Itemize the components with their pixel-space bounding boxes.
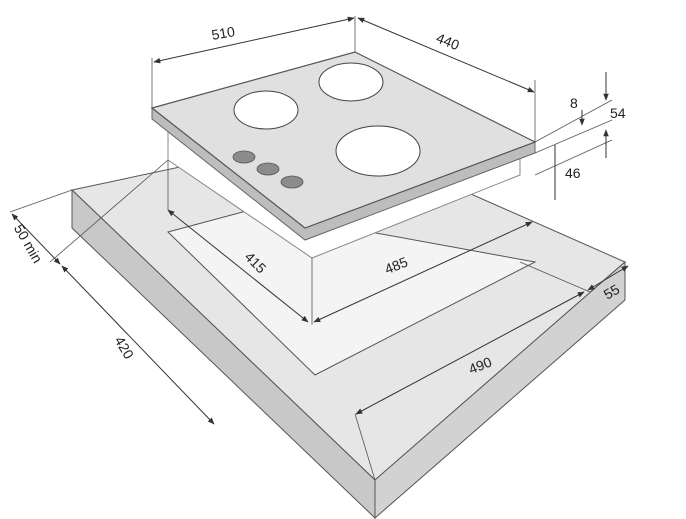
burner-rear-right — [318, 62, 384, 102]
dim-line-front-distance — [587, 265, 629, 291]
watermark: catalog.onliner.by — [582, 487, 675, 501]
dim-line-cutout-depth — [167, 209, 309, 323]
dim-line-min-distance — [11, 213, 61, 265]
control-knob-1 — [232, 150, 256, 164]
label-countertop-depth: 420 — [112, 333, 138, 361]
dimension-lines — [11, 16, 629, 425]
label-total-height: 54 — [610, 105, 626, 121]
control-knob-2 — [256, 162, 280, 176]
label-width-top: 510 — [210, 23, 236, 43]
label-depth-top: 440 — [434, 30, 462, 54]
dim-line-countertop-width — [355, 291, 585, 415]
label-under-height: 46 — [565, 165, 581, 181]
dim-line-depth-top — [357, 17, 535, 93]
dim-line-width-top — [153, 16, 355, 64]
label-front-distance: 55 — [601, 281, 623, 303]
control-knob-3 — [280, 175, 304, 189]
dim-line-countertop-depth — [61, 265, 215, 425]
label-glass-thickness: 8 — [570, 95, 578, 111]
burner-rear-left — [233, 90, 299, 130]
burner-front-right — [335, 125, 421, 177]
dim-line-cutout-width — [313, 221, 533, 323]
